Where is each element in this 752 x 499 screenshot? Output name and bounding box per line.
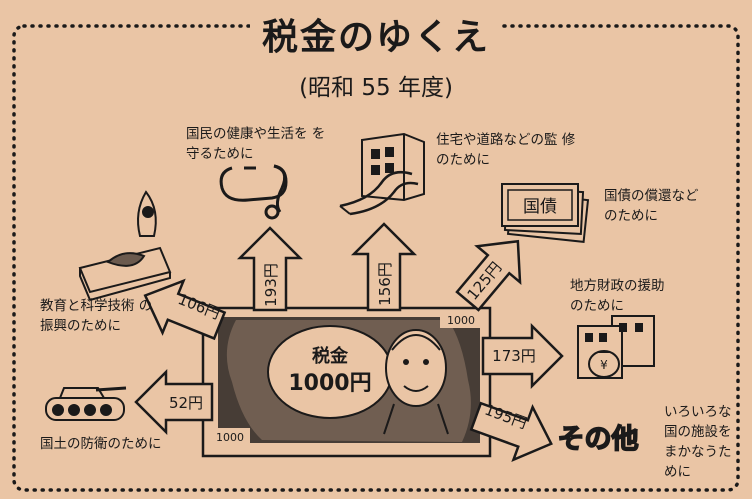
amount-local: 173円 (492, 347, 536, 365)
svg-text:¥: ¥ (600, 358, 608, 372)
label-other: いろいろな 国の施設を まかなうた めに (664, 404, 732, 480)
label-defense: 国土の防衛のために (40, 436, 162, 452)
tank-icon (45, 386, 127, 421)
corner-note-tr: 1000 (447, 314, 475, 327)
bonds-label: 国債 (523, 197, 557, 217)
page-title: 税金のゆくえ (0, 8, 752, 60)
amount-defense: 52円 (169, 394, 203, 412)
center-label-bottom: 1000円 (288, 371, 371, 396)
other-lettering-icon: その他 (557, 423, 640, 456)
center-label-top: 税金 (312, 345, 349, 367)
arrow-debt: 125円 (455, 239, 522, 312)
rocket-icon (78, 190, 172, 301)
corner-note-bl: 1000 (216, 431, 244, 444)
arrow-other: 195円 (469, 401, 553, 463)
arrow-housing: 156円 (350, 222, 418, 312)
amount-health: 193円 (262, 263, 280, 307)
other-lettering: その他 (558, 424, 639, 455)
page-subtitle: (昭和 55 年度) (299, 75, 453, 101)
arrow-defense: 52円 (134, 368, 214, 436)
stethoscope-icon (219, 164, 288, 220)
amount-housing: 156円 (376, 262, 394, 306)
label-housing: 住宅や道路などの監 修のために (436, 132, 576, 168)
arrow-local: 173円 (481, 322, 564, 390)
arrow-health: 193円 (236, 226, 304, 312)
label-debt: 国債の償還など のために (604, 188, 699, 224)
building-road-icon (339, 132, 425, 216)
label-education: 教育と科学技術 の振興のために (40, 298, 153, 334)
local-buildings-icon: ¥ (577, 315, 655, 379)
central-money-box: 税金 1000円 1000 1000 (201, 306, 492, 458)
label-local: 地方財政の援助 のために (570, 278, 665, 314)
portrait-icon (383, 329, 449, 435)
bonds-icon: 国債 (501, 183, 590, 243)
label-health: 国民の健康や生活を を守るために (186, 126, 326, 162)
